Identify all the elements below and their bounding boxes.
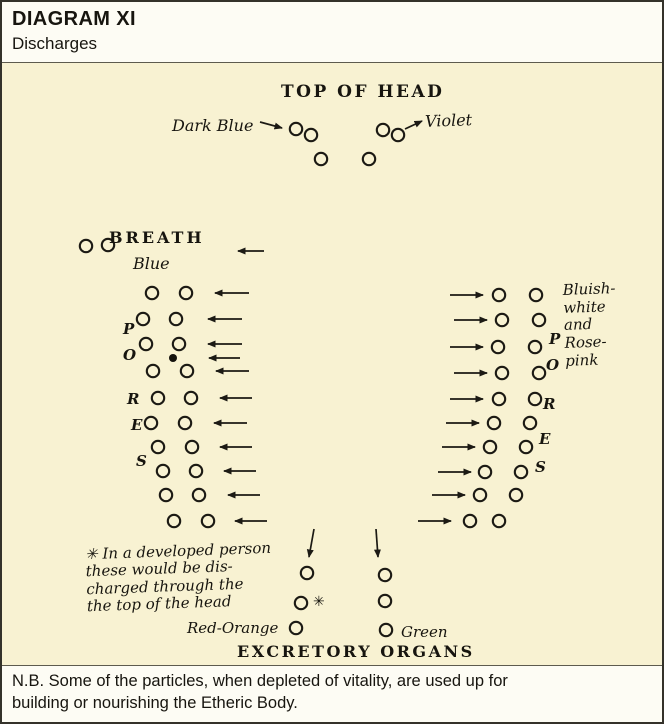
label-developed-person-note: ✳ In a developed person these would be d… [84, 538, 272, 615]
page-subtitle: Discharges [12, 34, 98, 53]
label-blue: Blue [133, 254, 170, 273]
label-excretory-organs: EXCRETORY ORGANS [237, 642, 475, 661]
pores-right-letter: P [549, 330, 561, 348]
pores-right-letter: R [543, 395, 556, 413]
label-breath: BREATH [109, 228, 205, 247]
footnote: N.B. Some of the particles, when deplete… [2, 665, 662, 722]
pores-left-letter: O [123, 346, 137, 364]
page-header: DIAGRAM XI Discharges [2, 2, 662, 63]
label-top-of-head: TOP OF HEAD [281, 82, 445, 102]
pores-right-letter: E [539, 430, 551, 448]
label-violet: Violet [424, 110, 473, 131]
label-dark-blue: Dark Blue [172, 116, 254, 135]
pores-right-letter: S [535, 458, 546, 476]
asterisk-mark: ✳ [313, 594, 325, 610]
page-title: DIAGRAM XI [12, 8, 136, 30]
pores-left-letter: E [131, 416, 143, 434]
label-red-orange: Red-Orange [187, 619, 279, 637]
discharge-arrows [207, 120, 488, 558]
label-green: Green [401, 623, 448, 641]
pores-left-letter: P [123, 320, 135, 338]
label-bluish-white-rose-pink: Bluish- white and Rose- pink [562, 279, 616, 370]
pores-left-letter: S [136, 452, 147, 470]
pores-left-letter: R [127, 390, 140, 408]
pores-right-letter: O [546, 356, 560, 374]
